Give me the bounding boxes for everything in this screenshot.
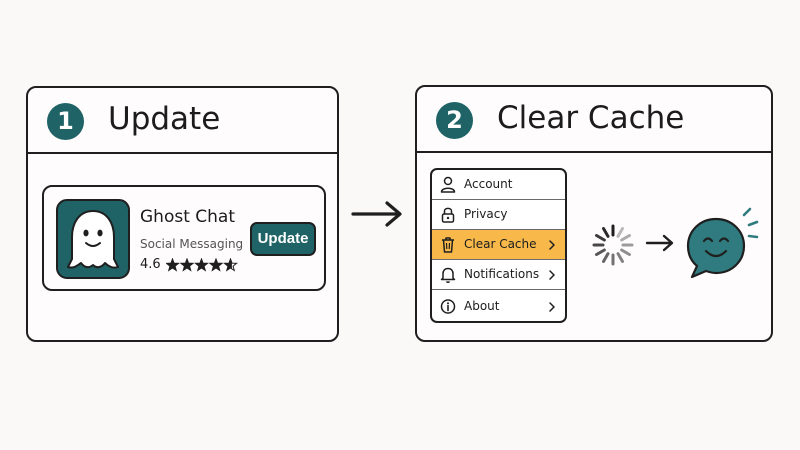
menu-item-label: Privacy bbox=[464, 207, 508, 221]
star-fill bbox=[166, 258, 179, 271]
spinner-tick bbox=[616, 227, 624, 238]
user-icon bbox=[440, 176, 456, 193]
arrow-right-icon bbox=[645, 234, 674, 252]
menu-item-label: About bbox=[464, 299, 500, 313]
menu-item-label: Notifications bbox=[464, 267, 540, 281]
step-title: Clear Cache bbox=[497, 100, 685, 136]
menu-item-label: Clear Cache bbox=[464, 237, 537, 251]
star-fill bbox=[209, 258, 223, 271]
step-number-badge: 2 bbox=[436, 102, 473, 139]
star-rating-icon bbox=[166, 258, 238, 272]
app-listing-card: Ghost Chat Social Messaging 4.6 Update bbox=[42, 185, 326, 291]
arrow-right-icon bbox=[351, 201, 402, 227]
star-fill bbox=[224, 258, 232, 271]
spinner-tick bbox=[595, 248, 606, 256]
chevron-right-icon bbox=[549, 302, 555, 312]
trash-icon bbox=[442, 237, 454, 253]
chevron-right-icon bbox=[549, 240, 555, 250]
menu-item-notifications[interactable]: Notifications bbox=[432, 260, 565, 290]
happy-chat-bubble-icon bbox=[686, 207, 759, 279]
clear-cache-step-header: 2 Clear Cache bbox=[417, 87, 771, 153]
clear-cache-step-panel: 2 Clear Cache Account Privacy Cl bbox=[415, 85, 773, 342]
spinner-tick bbox=[620, 234, 631, 242]
spinner-tick bbox=[616, 252, 624, 263]
app-category: Social Messaging bbox=[140, 237, 244, 251]
spinner-tick bbox=[620, 248, 631, 256]
spinner-tick bbox=[595, 234, 606, 242]
update-button[interactable]: Update bbox=[250, 222, 316, 256]
info-icon bbox=[440, 299, 456, 314]
star-fill bbox=[195, 258, 208, 271]
spinner-tick bbox=[602, 227, 610, 238]
ghost-icon bbox=[56, 199, 130, 279]
settings-menu: Account Privacy Clear Cache bbox=[430, 168, 567, 323]
menu-item-about[interactable]: About bbox=[432, 290, 565, 321]
bell-icon bbox=[440, 267, 456, 283]
update-step-header: 1 Update bbox=[28, 88, 337, 154]
menu-item-label: Account bbox=[464, 177, 513, 191]
menu-item-clear-cache[interactable]: Clear Cache bbox=[432, 230, 565, 260]
app-name: Ghost Chat bbox=[140, 207, 236, 227]
spinner-tick bbox=[602, 252, 610, 263]
chevron-right-icon bbox=[549, 270, 555, 280]
star-fill bbox=[180, 258, 194, 271]
loading-spinner-icon bbox=[592, 224, 634, 266]
app-rating-value: 4.6 bbox=[140, 257, 161, 272]
step-title: Update bbox=[108, 101, 221, 137]
update-step-panel: 1 Update Ghost Chat Social Messaging 4.6… bbox=[26, 86, 339, 342]
step-number-badge: 1 bbox=[47, 103, 84, 140]
menu-item-account[interactable]: Account bbox=[432, 170, 565, 200]
lock-icon bbox=[441, 207, 455, 223]
menu-item-privacy[interactable]: Privacy bbox=[432, 200, 565, 230]
